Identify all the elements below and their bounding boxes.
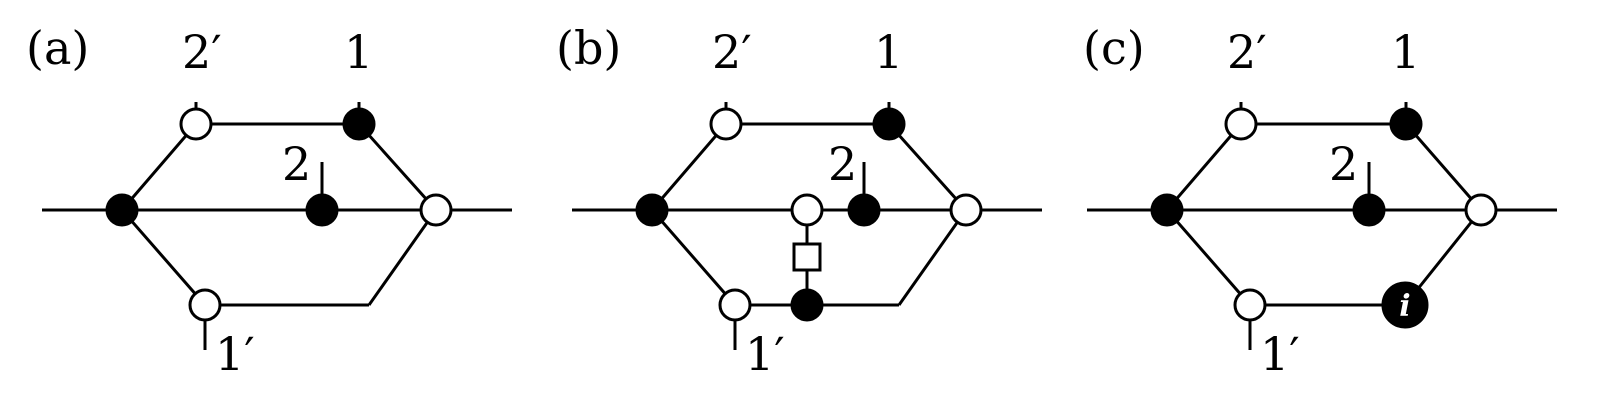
panel-b: (b) 2′ 1 2 1′: [556, 21, 1042, 381]
edge-left-upper: [650, 123, 728, 211]
vertex-middle: [1352, 193, 1386, 227]
edge-right-lower: [367, 209, 438, 306]
label-top-left: 2′: [1227, 25, 1267, 79]
label-middle: 2: [828, 137, 857, 191]
panel-label: (c): [1083, 21, 1145, 75]
vertex-special-label: i: [1399, 289, 1410, 324]
vertex-left: [105, 193, 139, 227]
panel-label: (b): [556, 21, 621, 75]
vertex-rung-top: [790, 193, 824, 227]
vertex-bottom-left: [718, 288, 752, 322]
label-bottom: 1′: [1260, 327, 1300, 381]
vertex-top-left: [709, 107, 743, 141]
label-middle: 2: [282, 137, 311, 191]
panel-label: (a): [26, 21, 89, 75]
vertex-top-left: [1224, 107, 1258, 141]
vertex-middle: [305, 193, 339, 227]
edge-right-upper: [357, 122, 438, 212]
label-bottom: 1′: [745, 327, 785, 381]
vertex-top-right: [1389, 107, 1423, 141]
rung-box: [792, 242, 822, 272]
edge-left-lower: [650, 209, 737, 306]
label-top-left: 2′: [182, 25, 222, 79]
vertex-special: [1381, 281, 1429, 329]
label-bottom: 1′: [215, 327, 255, 381]
label-top-right: 1: [1391, 25, 1420, 79]
vertex-left: [635, 193, 669, 227]
vertex-top-right: [342, 107, 376, 141]
vertex-top-right: [872, 107, 906, 141]
label-top-right: 1: [344, 25, 373, 79]
panel-c: (c) i 2′ 1 2 1′: [1083, 21, 1557, 381]
vertex-bottom-left: [1233, 288, 1267, 322]
edge-right-upper: [887, 122, 968, 212]
edge-left-lower: [1165, 209, 1252, 306]
vertex-left: [1150, 193, 1184, 227]
vertex-right: [949, 193, 983, 227]
vertex-right: [1464, 193, 1498, 227]
label-top-left: 2′: [712, 25, 752, 79]
panel-a: (a) 2′ 1 2 1′: [26, 21, 512, 381]
edge-left-upper: [1165, 123, 1243, 211]
vertex-right: [419, 193, 453, 227]
edge-right-upper: [1404, 123, 1483, 211]
edge-left-upper: [120, 123, 198, 211]
vertex-bottom-left: [188, 288, 222, 322]
label-top-right: 1: [874, 25, 903, 79]
vertex-rung-bottom: [790, 288, 824, 322]
label-middle: 2: [1329, 137, 1358, 191]
edge-left-lower: [120, 209, 207, 306]
edge-right-lower: [897, 209, 968, 306]
vertex-top-left: [179, 107, 213, 141]
vertex-middle: [847, 193, 881, 227]
